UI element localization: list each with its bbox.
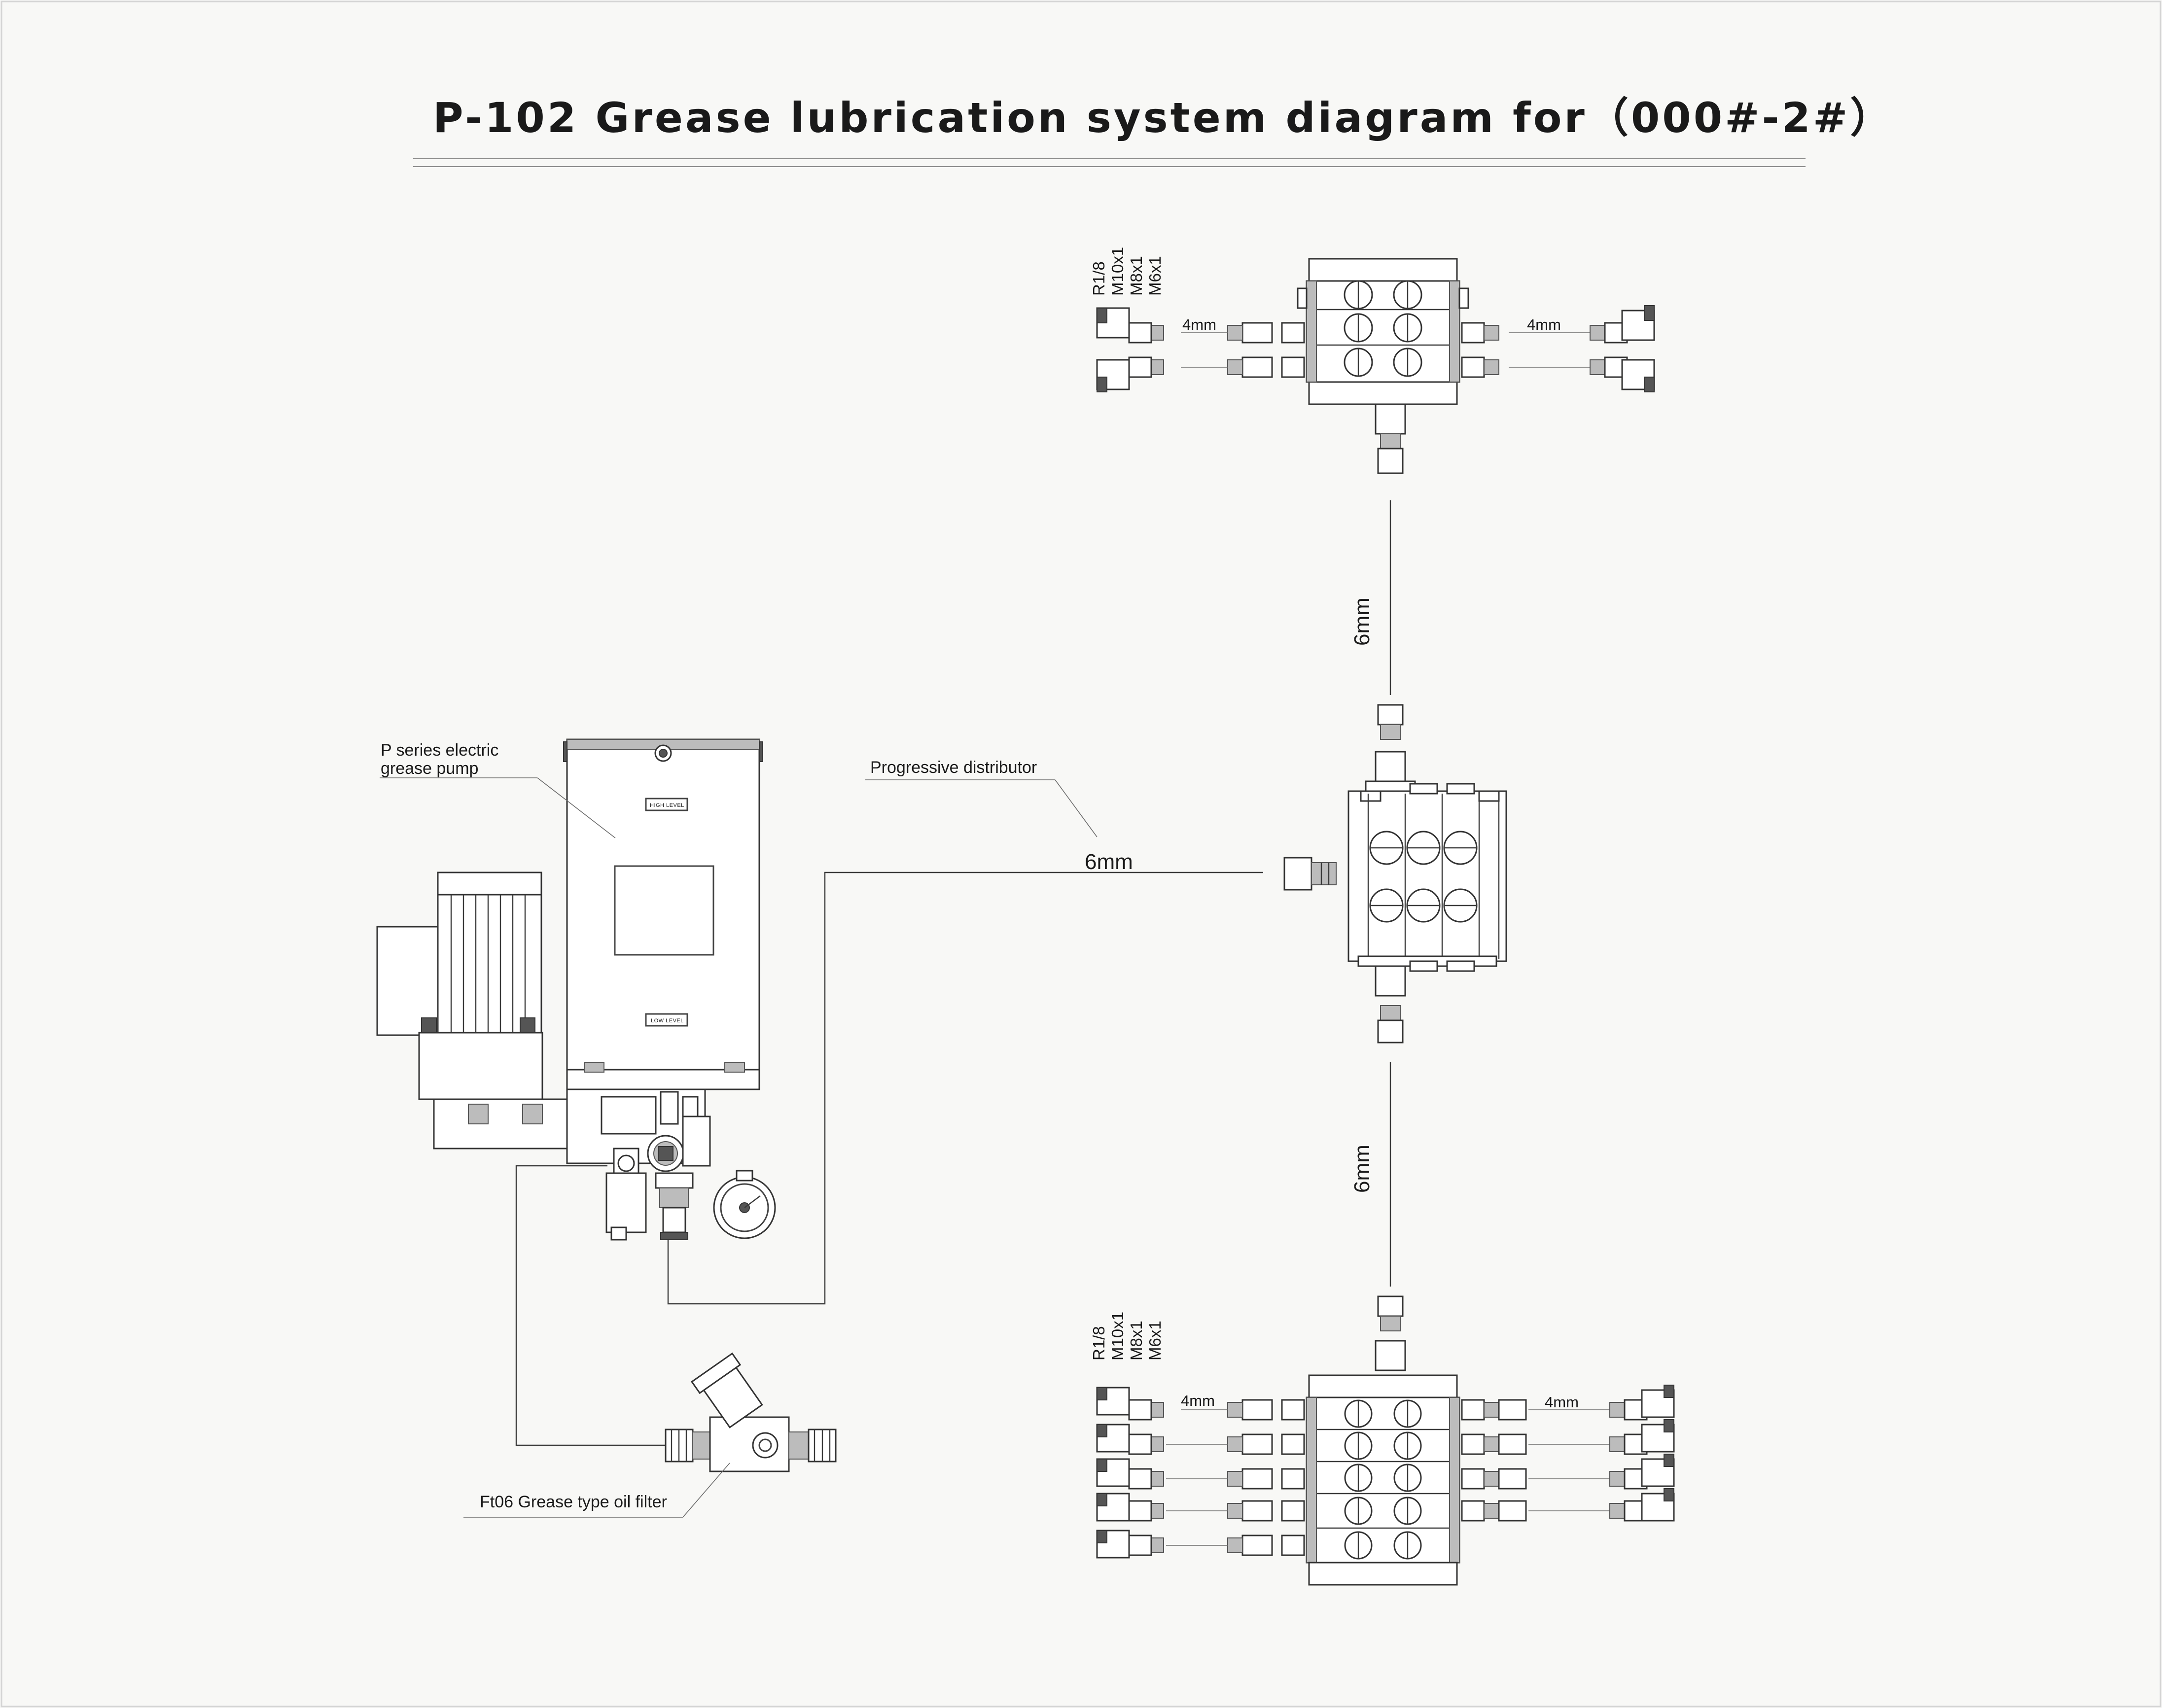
bottom-right-pipe-label: 4mm (1545, 1394, 1579, 1411)
pipe-inlet (515, 1165, 666, 1446)
outlet-row-bottom-left: 4mm (1096, 1387, 1305, 1559)
port-label: M10x1 (1108, 1312, 1127, 1360)
outlet-row-bottom-right: 4mm (1461, 1385, 1675, 1522)
pipe-main-label: 6mm (1085, 850, 1133, 874)
port-label: M8x1 (1127, 256, 1145, 296)
filter-leader (682, 1463, 730, 1518)
port-sizes-bottom: R1/8 M10x1 M8x1 M6x1 (1090, 1312, 1164, 1360)
distributor-leader-2 (1055, 779, 1098, 837)
distributor-block-icon (1306, 1295, 1460, 1586)
bottom-left-pipe-label: 4mm (1181, 1392, 1215, 1409)
grease-pump-icon (376, 738, 776, 1241)
pump-leader-2 (537, 777, 616, 838)
distributor-label: Progressive distributor (870, 758, 1037, 777)
oil-filter-icon (665, 1352, 837, 1472)
top-right-pipe-label: 4mm (1527, 316, 1561, 333)
port-label: M6x1 (1146, 1321, 1164, 1360)
port-label: M8x1 (1127, 1321, 1145, 1360)
pressure-gauge-icon (713, 1170, 776, 1239)
port-label: R1/8 (1090, 1326, 1108, 1360)
filter-label: Ft06 Grease type oil filter (480, 1493, 667, 1511)
port-label: M10x1 (1108, 247, 1127, 296)
pump-label-2: grease pump (381, 759, 478, 778)
pump-label-1: P series electric (381, 741, 498, 760)
top-left-pipe-label: 4mm (1182, 316, 1216, 333)
distributor-block-icon (1283, 704, 1507, 1044)
pipe-main (667, 871, 1263, 1305)
high-level-label: HIGH LEVEL (650, 802, 684, 808)
port-label: R1/8 (1090, 261, 1108, 296)
outlet-row-top-right: 4mm (1461, 305, 1655, 392)
low-level-label: LOW LEVEL (651, 1018, 684, 1024)
port-label: M6x1 (1146, 256, 1164, 296)
pipe-down-label: 6mm (1350, 1145, 1374, 1193)
distributor-block-icon (1297, 258, 1469, 474)
diagram-title: P-102 Grease lubrication system diagram … (433, 94, 1894, 142)
outlet-row-top-left: 4mm (1096, 307, 1305, 392)
pipe-up-label: 6mm (1350, 597, 1374, 646)
port-sizes-top: R1/8 M10x1 M8x1 M6x1 (1090, 247, 1164, 296)
